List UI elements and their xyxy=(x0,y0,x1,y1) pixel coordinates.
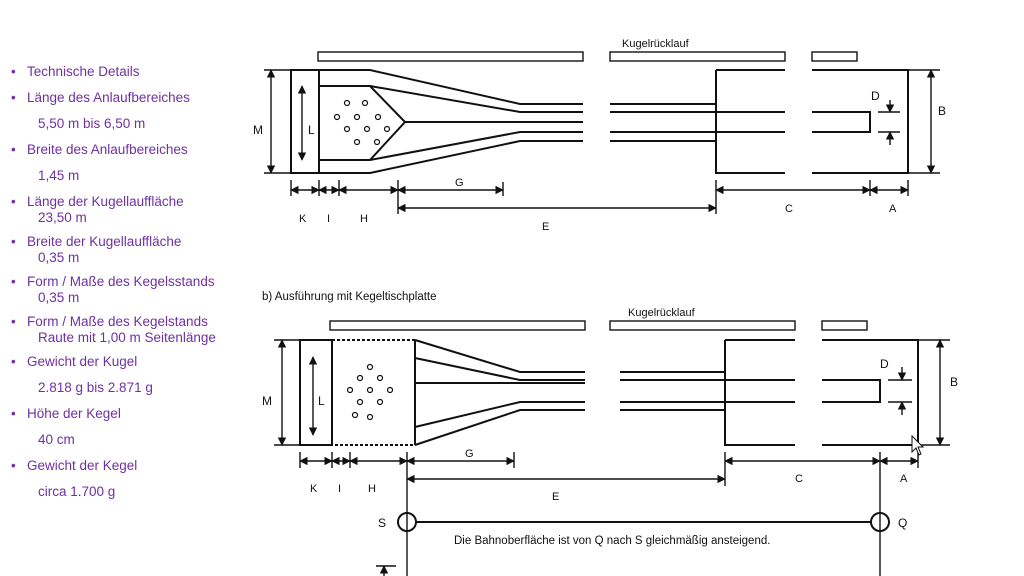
bottom-label-D: D xyxy=(880,357,889,371)
top-label-I: I xyxy=(327,213,330,225)
spec-value: 0,35 m xyxy=(38,250,80,265)
top-label-E: E xyxy=(542,221,549,233)
spec-text: Länge des Anlaufbereiches xyxy=(27,90,190,105)
top-label-K: K xyxy=(299,213,307,225)
spec-text: Länge der Kugellauffläche xyxy=(27,194,184,209)
bottom-label-M: M xyxy=(262,394,272,408)
bottom-pit-box xyxy=(724,339,919,446)
top-pin-deck xyxy=(318,70,407,173)
bottom-ball-return xyxy=(821,320,868,331)
bottom-approach-area xyxy=(299,339,333,446)
bottom-label-I: I xyxy=(338,483,341,495)
spec-text: Form / Maße des Kegelsstands xyxy=(27,274,215,289)
top-pit-box xyxy=(715,69,909,174)
spec-text: Form / Maße des Kegelstands xyxy=(27,314,208,329)
top-pins xyxy=(333,99,391,146)
spec-text: 5,50 m bis 6,50 m xyxy=(38,116,146,131)
bottom-label-A: A xyxy=(900,473,908,485)
top-return-label: Kugelrücklauf xyxy=(622,38,690,50)
spec-text: Breite des Anlaufbereiches xyxy=(27,142,188,157)
spec-item: Höhe der Kegel xyxy=(8,406,248,422)
spec-text: Breite der Kugellauffläche xyxy=(27,234,182,249)
top-ball-return xyxy=(811,51,858,62)
top-label-B: B xyxy=(938,104,946,118)
top-ball-return xyxy=(317,51,584,62)
bottom-label-K: K xyxy=(310,483,318,495)
spec-text: circa 1.700 g xyxy=(38,484,116,499)
bottom-pins xyxy=(346,363,394,421)
bottom-label-G: G xyxy=(465,448,474,460)
bottom-caption: b) Ausführung mit Kegeltischplatte xyxy=(262,291,437,303)
bottom-pin-table xyxy=(331,339,416,446)
label-S: S xyxy=(378,516,386,530)
spec-value: 1,45 m xyxy=(8,168,248,184)
spec-item: Länge des Anlaufbereiches xyxy=(8,90,248,106)
spec-value: 2.818 g bis 2.871 g xyxy=(8,380,248,396)
top-label-H: H xyxy=(360,213,368,225)
spec-text: Höhe der Kegel xyxy=(27,406,121,421)
bottom-lane-funnel xyxy=(414,339,585,446)
spec-value: circa 1.700 g xyxy=(8,484,248,500)
spec-text: Technische Details xyxy=(27,64,140,79)
mouse-cursor-icon xyxy=(911,434,925,456)
bottom-label-E: E xyxy=(552,491,559,503)
bottom-ball-return xyxy=(329,320,586,331)
bottom-return-label: Kugelrücklauf xyxy=(628,307,696,319)
spec-text: Gewicht der Kugel xyxy=(27,354,138,369)
spec-item: Gewicht der Kegel xyxy=(8,458,248,474)
spec-item: Gewicht der Kugel xyxy=(8,354,248,370)
bottom-label-L: L xyxy=(318,394,325,408)
bottom-ball-return xyxy=(609,320,796,331)
bottom-label-C: C xyxy=(795,473,803,485)
bottom-lane-diagram: b) Ausführung mit Kegeltischplatte Kugel… xyxy=(262,291,958,576)
spec-value: 5,50 m bis 6,50 m xyxy=(8,116,248,132)
top-label-L: L xyxy=(308,123,315,137)
spec-text: 2.818 g bis 2.871 g xyxy=(38,380,153,395)
top-label-A: A xyxy=(889,203,897,215)
spec-value: 40 cm xyxy=(8,432,248,448)
spec-text: 1,45 m xyxy=(38,168,80,183)
spec-item: Breite des Anlaufbereiches xyxy=(8,142,248,158)
top-lane-funnel xyxy=(319,69,583,174)
spec-value: 0,35 m xyxy=(38,290,80,305)
spec-value: 23,50 m xyxy=(38,210,87,225)
top-ball-return xyxy=(609,51,786,62)
bottom-label-H: H xyxy=(368,483,376,495)
top-lane-diagram: Kugelrücklauf M L B D xyxy=(253,38,946,233)
slope-note: Die Bahnoberfläche ist von Q nach S glei… xyxy=(454,535,770,547)
spec-text: Gewicht der Kegel xyxy=(27,458,138,473)
spec-value: Raute mit 1,00 m Seitenlänge xyxy=(38,330,216,345)
spec-item: Technische Details xyxy=(8,64,248,80)
label-Q: Q xyxy=(898,516,907,530)
top-label-G: G xyxy=(455,177,464,189)
top-lane-lines xyxy=(610,103,716,142)
top-label-D: D xyxy=(871,89,880,103)
bottom-lane-lines xyxy=(620,371,725,411)
spec-text: 40 cm xyxy=(38,432,75,447)
top-label-M: M xyxy=(253,123,263,137)
bottom-label-B: B xyxy=(950,375,958,389)
spec-list: Technische DetailsLänge des Anlaufbereic… xyxy=(8,64,248,510)
top-label-C: C xyxy=(785,203,793,215)
top-approach-area xyxy=(290,69,320,174)
